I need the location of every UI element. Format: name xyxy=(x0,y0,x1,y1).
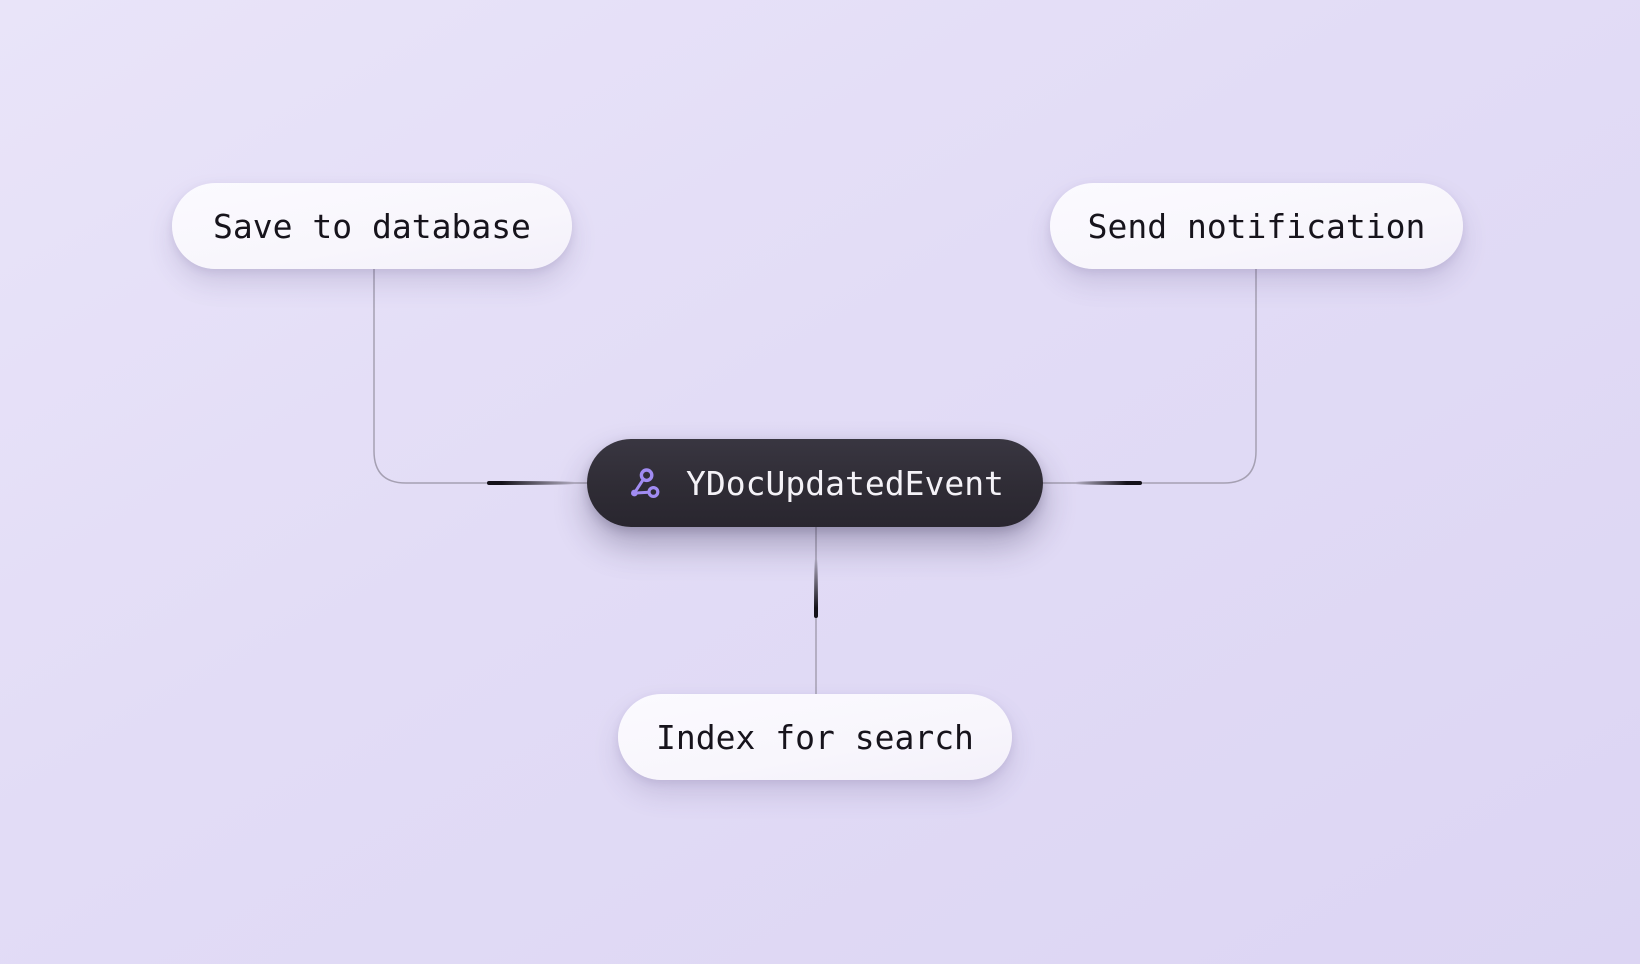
node-label: Index for search xyxy=(656,717,974,757)
node-label: Save to database xyxy=(213,206,531,246)
connector-save-to-database xyxy=(373,269,590,484)
webhook-icon xyxy=(631,468,660,499)
node-ydoc-updated-event[interactable]: YDocUpdatedEvent xyxy=(587,439,1043,527)
node-label: Send notification xyxy=(1087,206,1426,246)
node-save-to-database[interactable]: Save to database xyxy=(172,183,572,269)
center-node-label: YDocUpdatedEvent xyxy=(686,463,1004,503)
node-send-notification[interactable]: Send notification xyxy=(1050,183,1463,269)
connector-send-notification xyxy=(1040,269,1257,484)
node-index-for-search[interactable]: Index for search xyxy=(618,694,1012,780)
